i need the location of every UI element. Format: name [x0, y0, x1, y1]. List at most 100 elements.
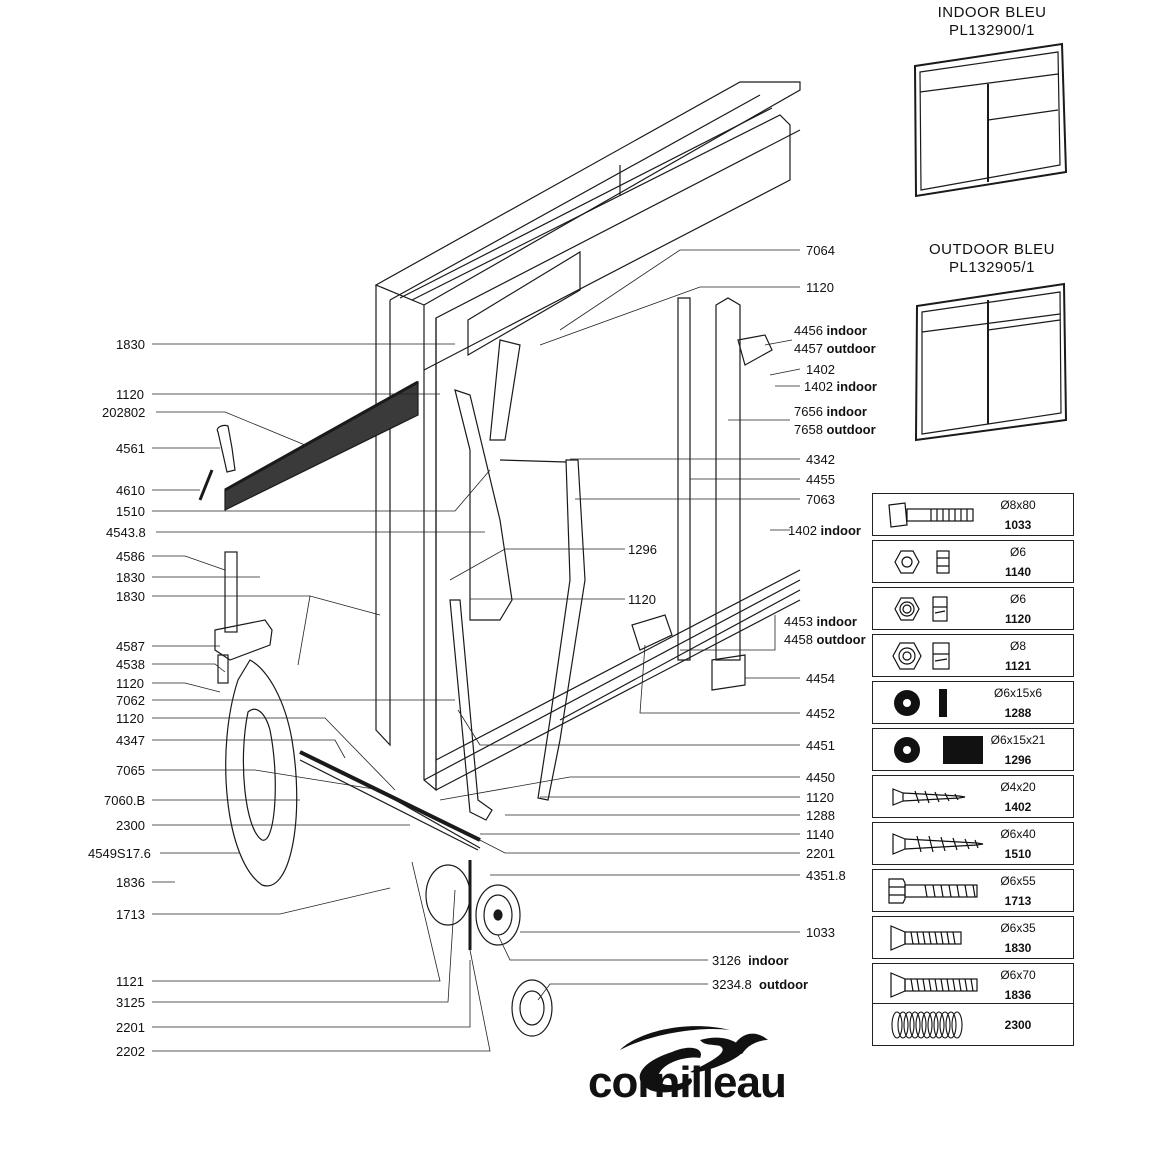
callout-label: 4453 indoor: [784, 614, 857, 629]
callout-label: 4451: [806, 738, 835, 753]
variant-indoor-title: INDOOR BLEU PL132900/1: [892, 4, 1092, 40]
callout-label: 7656 indoor: [794, 404, 867, 419]
callout-label: 1033: [806, 925, 835, 940]
callout-label: 1120: [116, 711, 144, 726]
hardware-legend-row: Ø6x70 1836: [872, 963, 1074, 1006]
callout-label: 2201: [116, 1020, 145, 1035]
legend-dim: Ø6x70: [1000, 968, 1036, 982]
wood-screw-icon: [892, 833, 984, 855]
hardware-legend-row: Ø6x15x21 1296: [872, 728, 1074, 771]
wheels: [425, 860, 553, 1037]
legend-code: 1288: [1004, 706, 1032, 720]
callout-label: 4351.8: [806, 868, 846, 883]
legend-code: 1830: [1004, 941, 1032, 955]
legend-code: 1033: [1004, 518, 1032, 532]
callout-label: 2202: [116, 1044, 145, 1059]
callout-label: 7064: [806, 243, 835, 258]
hardware-legend-row: Ø6x35 1830: [872, 916, 1074, 959]
legend-dim: Ø6x15x6: [993, 686, 1043, 700]
callout-label: 4586: [116, 549, 145, 564]
callout-label: 1830: [116, 337, 145, 352]
callout-label: 3126 indoor: [712, 953, 789, 968]
table-top-frame: [374, 81, 801, 792]
hex-bolt-icon: [888, 878, 978, 904]
countersunk-bolt-icon: [890, 925, 962, 951]
net-post: [198, 424, 273, 684]
callout-label: 1713: [116, 907, 145, 922]
leader-lines-right: [439, 249, 801, 1001]
callout-label: 4347: [116, 733, 145, 748]
legend-dim: Ø8x80: [1000, 498, 1036, 512]
leg-assembly: [225, 659, 481, 887]
legend-code: 2300: [1004, 1017, 1032, 1032]
legend-dim: Ø6x55: [1000, 874, 1036, 888]
legend-dim: Ø6: [1009, 545, 1026, 559]
spacer-icon: [894, 689, 947, 717]
callout-label: 202802: [102, 405, 146, 420]
hex-nut-icon: [894, 550, 950, 574]
callout-label: 4457 outdoor: [794, 341, 876, 356]
variant-indoor-ref: PL132900/1: [949, 22, 1035, 39]
callout-label: 4455: [806, 472, 835, 487]
legend-code: 1402: [1004, 800, 1032, 814]
callout-label: 4456 indoor: [794, 323, 867, 338]
callout-label: 1140: [806, 827, 834, 842]
hardware-legend-row: Ø6 1140: [872, 540, 1074, 583]
callout-label: 7062: [116, 693, 145, 708]
legend-code: 1120: [1004, 612, 1032, 626]
wood-screw-icon: [892, 788, 966, 806]
callout-label: 3125: [116, 995, 145, 1010]
swing-arms: [449, 339, 586, 821]
callout-label: 7658 outdoor: [794, 422, 876, 437]
legend-dim: Ø8: [1009, 639, 1026, 653]
callout-label: 4610: [116, 483, 145, 498]
hardware-legend-row: Ø6 1120: [872, 587, 1074, 630]
callout-label: 1296: [628, 542, 657, 557]
hardware-legend-row: Ø6x15x6 1288: [872, 681, 1074, 724]
callout-label: 1402: [806, 362, 835, 377]
callout-label: 1402 indoor: [804, 379, 877, 394]
callout-label: 1830: [116, 589, 145, 604]
variant-thumbnails: [913, 42, 1068, 442]
legend-code: 1121: [1004, 659, 1032, 673]
callout-label: 7065: [116, 763, 145, 778]
swoosh-logo-icon: [620, 1026, 768, 1093]
legend-code: 1836: [1004, 988, 1032, 1002]
callout-label: 1120: [116, 676, 144, 691]
lock-nut-icon: [892, 642, 950, 670]
callout-label: 1288: [806, 808, 835, 823]
callout-label: 1510: [116, 504, 145, 519]
legend-code: 1296: [1004, 753, 1032, 767]
callout-label: 1120: [628, 592, 656, 607]
callout-label: 1120: [116, 387, 144, 402]
spacer-icon: [894, 736, 983, 764]
leader-lines-left: [152, 343, 491, 1052]
variant-outdoor-ref: PL132905/1: [949, 259, 1035, 276]
callout-label: 7060.B: [104, 793, 146, 808]
callout-label: 7063: [806, 492, 835, 507]
legend-dim: Ø4x20: [1000, 780, 1036, 794]
callout-label: 4342: [806, 452, 835, 467]
hardware-legend-row: Ø6x40 1510: [872, 822, 1074, 865]
countersunk-bolt-icon: [890, 972, 978, 998]
legend-code: 1510: [1004, 847, 1032, 861]
callout-label: 2201: [806, 846, 835, 861]
callout-label: 1402 indoor: [788, 523, 861, 538]
brand-logo-text: cornilleau: [588, 1058, 787, 1107]
legend-dim: Ø6x35: [1000, 921, 1036, 935]
hardware-legend-row: 2300: [872, 1003, 1074, 1046]
legend-code: 1140: [1004, 565, 1032, 579]
callout-label: 4543.8: [106, 525, 146, 540]
callout-label: 4538: [116, 657, 145, 672]
hardware-legend-row: Ø6x55 1713: [872, 869, 1074, 912]
callout-label: 1121: [116, 974, 144, 989]
lock-nut-icon: [894, 596, 948, 622]
variant-outdoor-name: OUTDOOR BLEU: [928, 241, 1055, 258]
callout-label: 1836: [116, 875, 145, 890]
callout-label: 3234.8 outdoor: [712, 977, 809, 992]
callout-label: 1120: [806, 280, 834, 295]
callout-label: 2300: [116, 818, 145, 833]
variant-outdoor-title: OUTDOOR BLEU PL132905/1: [892, 241, 1092, 277]
